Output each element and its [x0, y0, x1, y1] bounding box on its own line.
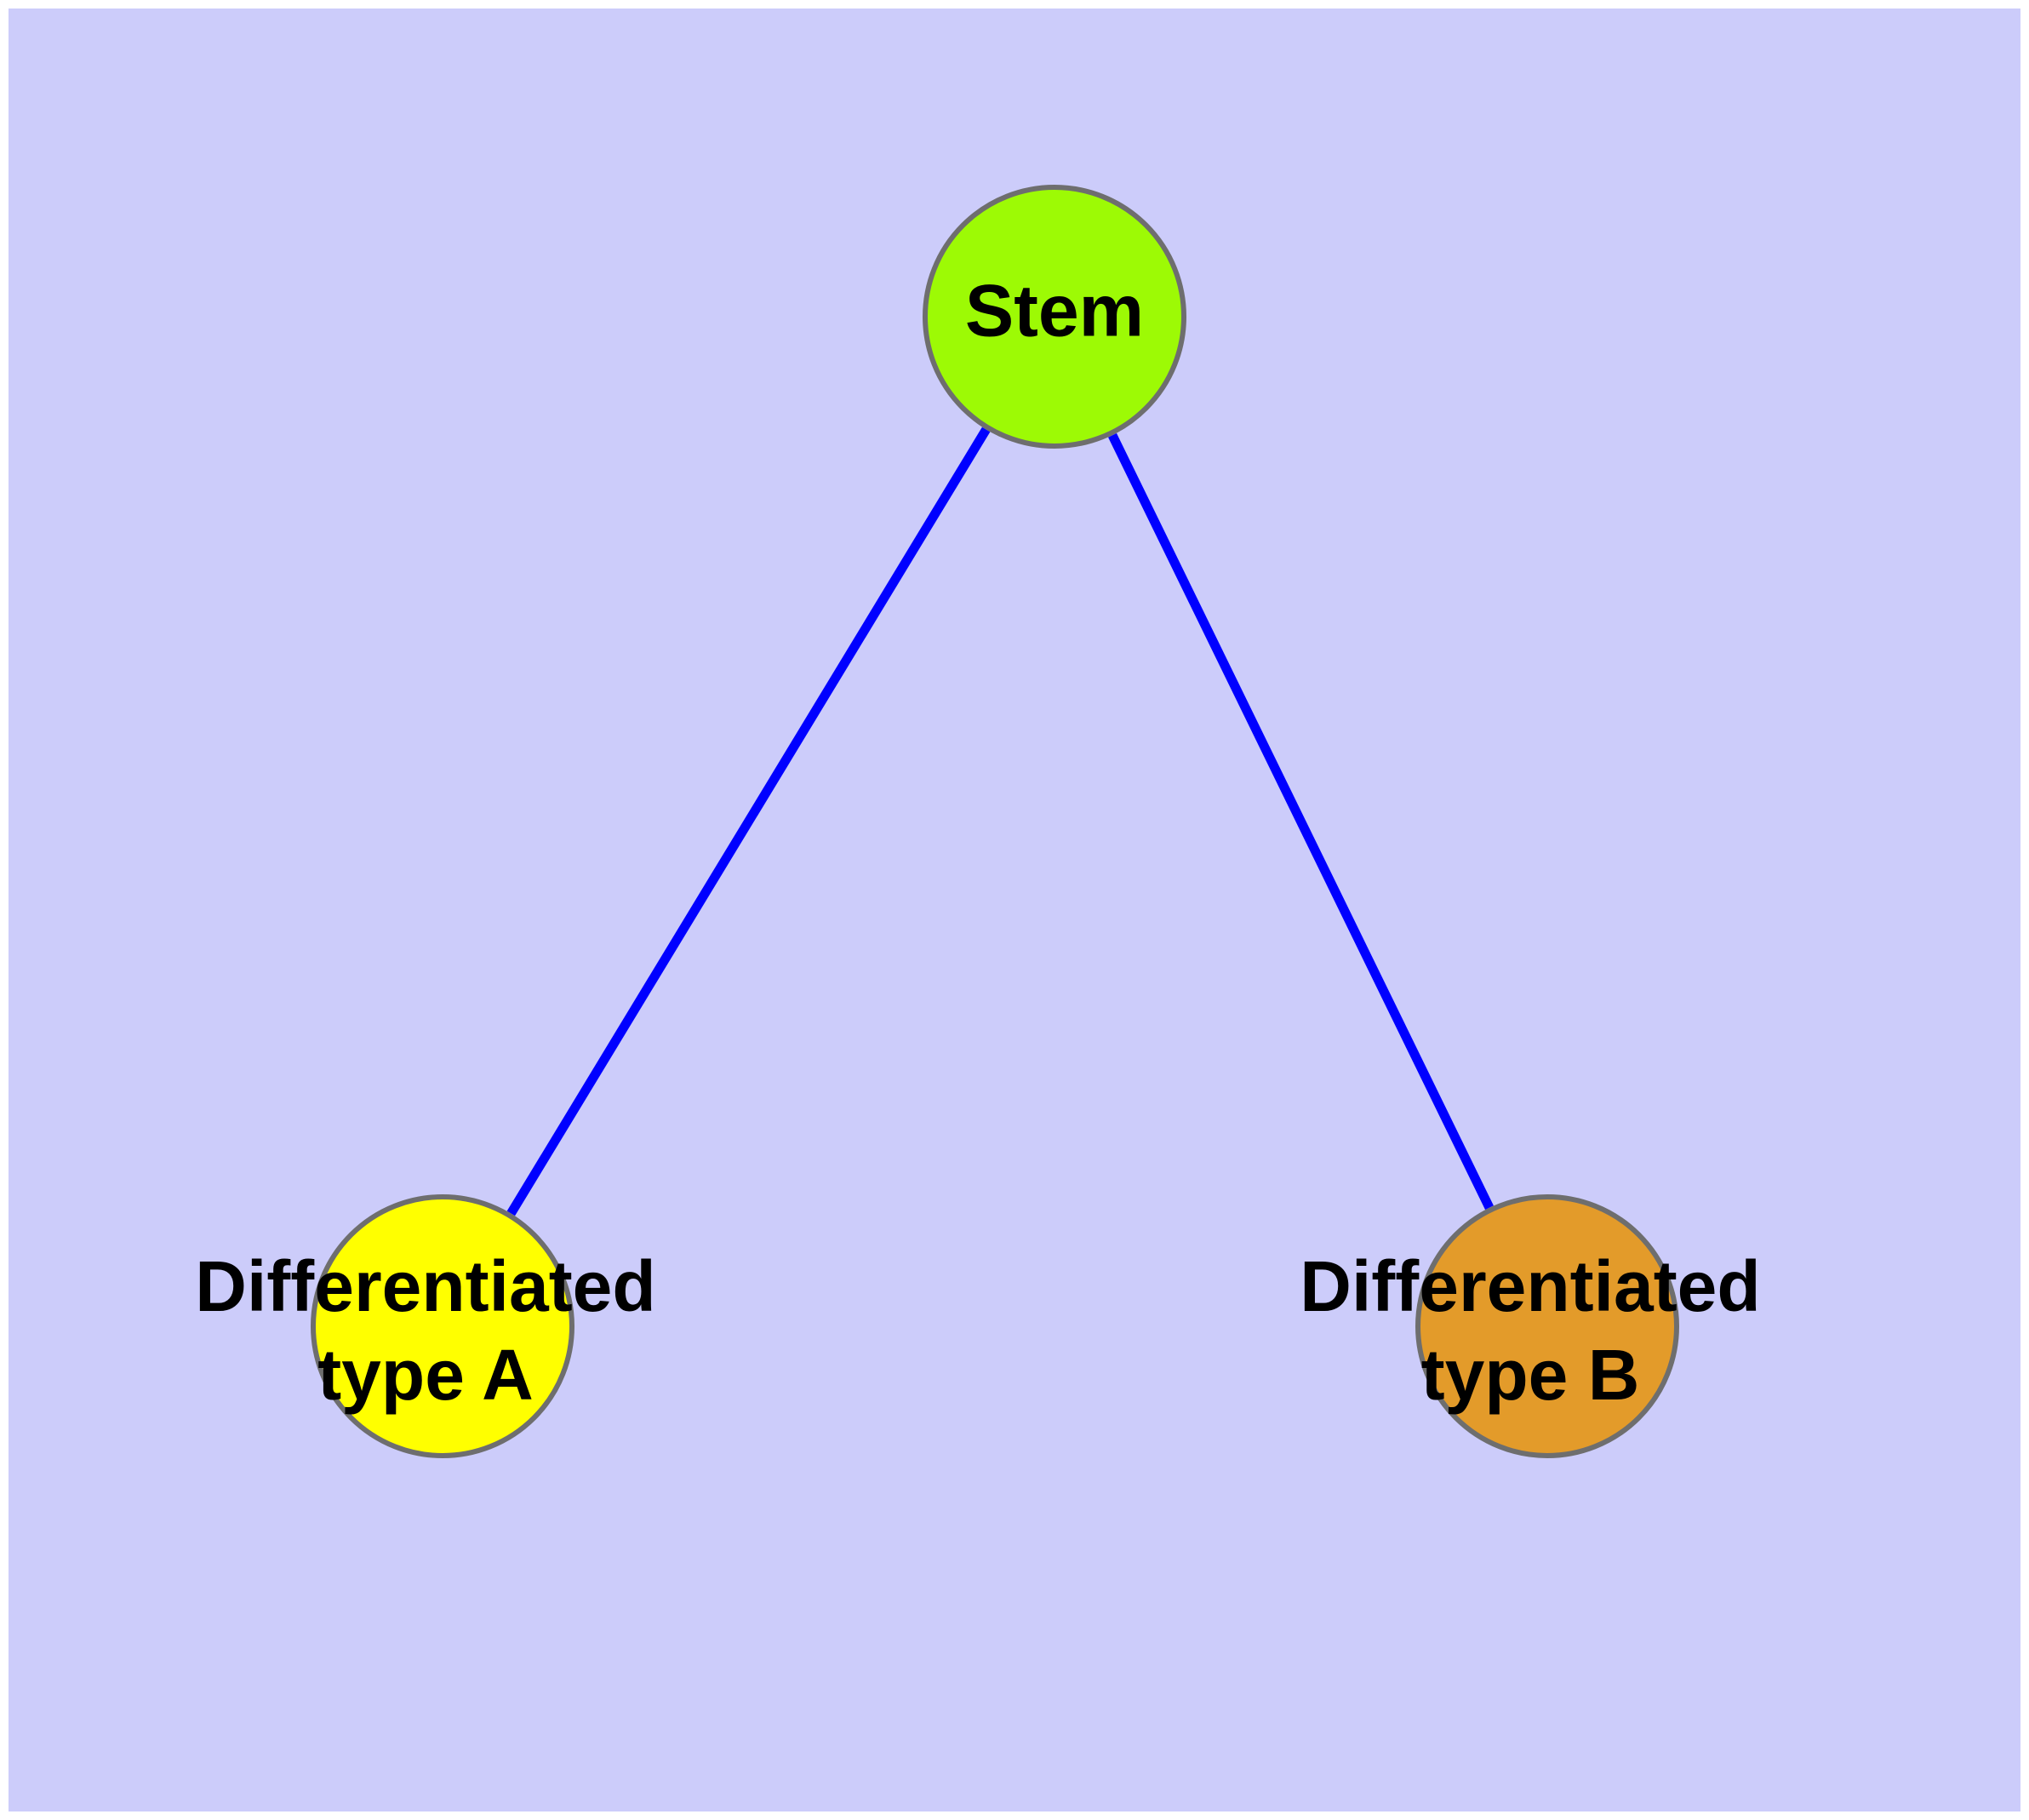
node-circle[interactable]: [1415, 1194, 1679, 1458]
node-label-stem: Stem: [965, 271, 1144, 352]
node-circle[interactable]: [923, 185, 1186, 449]
node-label-diff_a: type A: [317, 1335, 534, 1415]
node-circle[interactable]: [311, 1194, 574, 1458]
node-label-diff_b: Differentiated: [1300, 1246, 1760, 1326]
node-label-diff_a: Differentiated: [195, 1246, 655, 1326]
graph-node-diff_a[interactable]: [311, 1194, 574, 1458]
node-label-diff_b: type B: [1421, 1335, 1640, 1415]
graph-node-diff_b[interactable]: [1415, 1194, 1679, 1458]
graph-edge: [506, 426, 991, 1216]
graph-node-stem[interactable]: [923, 185, 1186, 449]
graph-edge: [1108, 432, 1494, 1210]
edge-layer: [506, 426, 1494, 1216]
